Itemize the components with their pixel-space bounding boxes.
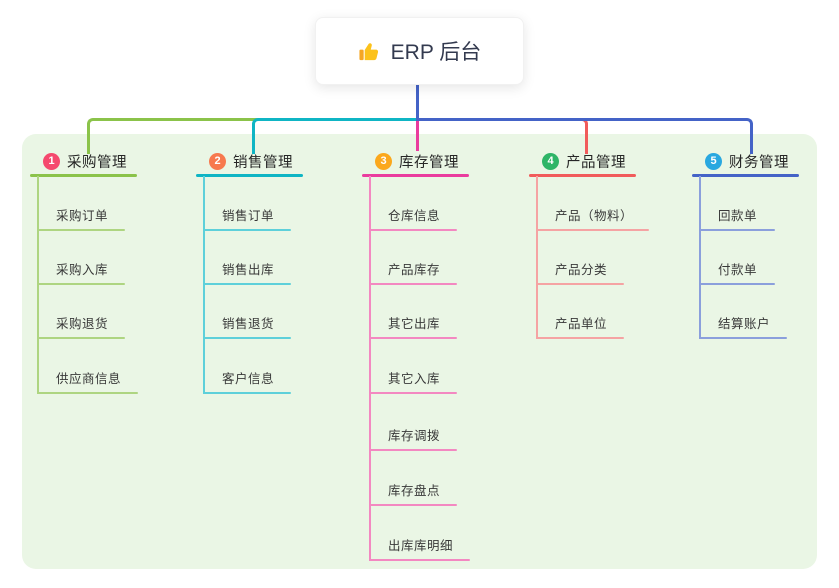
branch-node-sales[interactable]: 2 销售管理 xyxy=(209,149,293,173)
child-node[interactable]: 库存调拨 xyxy=(388,429,441,443)
child-node[interactable]: 其它出库 xyxy=(388,317,441,331)
root-node[interactable]: ERP 后台 xyxy=(315,17,524,85)
child-underline xyxy=(369,229,457,231)
child-underline xyxy=(536,337,624,339)
branch-underline-inventory xyxy=(362,174,469,177)
child-underline xyxy=(37,229,125,231)
branch-node-inventory[interactable]: 3 库存管理 xyxy=(375,149,459,173)
child-node[interactable]: 销售订单 xyxy=(222,209,275,223)
child-underline xyxy=(203,229,291,231)
thumbs-up-icon xyxy=(358,40,381,63)
branch-spine-purchase xyxy=(37,176,39,394)
child-node[interactable]: 采购入库 xyxy=(56,263,109,277)
child-underline xyxy=(37,283,125,285)
branch-spine-product xyxy=(536,176,538,339)
branch-badge-sales: 2 xyxy=(209,152,226,170)
branch-title-inventory: 库存管理 xyxy=(399,154,459,171)
branch-node-purchase[interactable]: 1 采购管理 xyxy=(43,149,127,173)
branch-spine-inventory xyxy=(369,176,371,561)
branch-node-finance[interactable]: 5 财务管理 xyxy=(705,149,789,173)
branch-badge-purchase: 1 xyxy=(43,152,60,170)
root-trunk-line xyxy=(416,83,419,121)
child-underline xyxy=(369,337,457,339)
branch-underline-purchase xyxy=(30,174,137,177)
child-underline xyxy=(37,337,125,339)
child-underline xyxy=(369,559,470,561)
child-underline xyxy=(203,337,291,339)
child-node[interactable]: 客户信息 xyxy=(222,372,275,386)
root-label: ERP 后台 xyxy=(390,41,482,64)
child-underline xyxy=(369,449,457,451)
branch-underline-finance xyxy=(692,174,799,177)
child-underline xyxy=(203,392,291,394)
connector-line-finance xyxy=(416,118,753,154)
branch-badge-product: 4 xyxy=(542,152,559,170)
child-node[interactable]: 结算账户 xyxy=(718,317,771,331)
child-underline xyxy=(369,392,457,394)
child-underline xyxy=(699,283,775,285)
child-underline xyxy=(369,504,457,506)
child-underline xyxy=(699,229,775,231)
branch-underline-sales xyxy=(196,174,303,177)
child-underline xyxy=(203,283,291,285)
child-underline xyxy=(37,392,138,394)
child-underline xyxy=(536,283,624,285)
child-underline xyxy=(369,283,457,285)
branch-badge-finance: 5 xyxy=(705,152,722,170)
branch-title-product: 产品管理 xyxy=(566,154,626,171)
branch-underline-product xyxy=(529,174,636,177)
child-node[interactable]: 销售出库 xyxy=(222,263,275,277)
child-node[interactable]: 产品（物料） xyxy=(555,209,634,223)
child-node[interactable]: 采购退货 xyxy=(56,317,109,331)
branches-panel xyxy=(22,134,817,569)
branch-spine-sales xyxy=(203,176,205,394)
child-underline xyxy=(536,229,649,231)
child-node[interactable]: 其它入库 xyxy=(388,372,441,386)
child-node[interactable]: 产品分类 xyxy=(555,263,608,277)
child-node[interactable]: 仓库信息 xyxy=(388,209,441,223)
child-node[interactable]: 产品库存 xyxy=(388,263,441,277)
branch-title-sales: 销售管理 xyxy=(233,154,293,171)
branch-node-product[interactable]: 4 产品管理 xyxy=(542,149,626,173)
child-node[interactable]: 出库库明细 xyxy=(388,539,454,553)
connector-line-sales xyxy=(252,118,422,154)
connector-line-inventory xyxy=(416,118,419,151)
child-node[interactable]: 付款单 xyxy=(718,263,758,277)
child-node[interactable]: 产品单位 xyxy=(555,317,608,331)
child-node[interactable]: 供应商信息 xyxy=(56,372,122,386)
child-node[interactable]: 回款单 xyxy=(718,209,758,223)
branch-spine-finance xyxy=(699,176,701,339)
child-node[interactable]: 采购订单 xyxy=(56,209,109,223)
branch-badge-inventory: 3 xyxy=(375,152,392,170)
child-underline xyxy=(699,337,787,339)
child-node[interactable]: 库存盘点 xyxy=(388,484,441,498)
branch-title-finance: 财务管理 xyxy=(729,154,789,171)
child-node[interactable]: 销售退货 xyxy=(222,317,275,331)
branch-title-purchase: 采购管理 xyxy=(67,154,127,171)
